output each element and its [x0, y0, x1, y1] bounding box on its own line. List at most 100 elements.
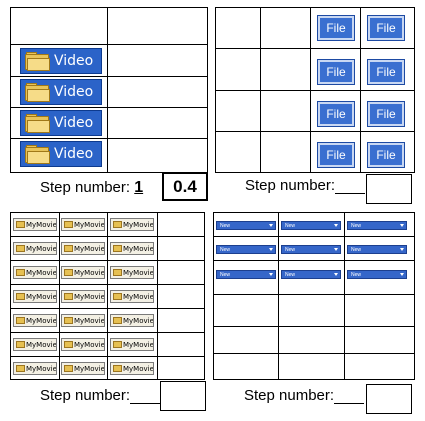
file-button[interactable]: File	[318, 16, 354, 40]
new-select-dropdown[interactable]: New	[281, 245, 341, 254]
select-label: New	[285, 222, 296, 229]
dropdown-arrow-icon	[334, 248, 338, 251]
step-number-blank	[335, 179, 366, 194]
mymovies-folder-button[interactable]: MyMovies	[13, 290, 57, 303]
answer-box[interactable]	[366, 174, 412, 204]
grid-divider	[214, 294, 414, 295]
new-select-dropdown[interactable]: New	[281, 221, 341, 230]
folder-icon	[113, 317, 122, 324]
mymovies-folder-button[interactable]: MyMovies	[61, 362, 105, 375]
select-label: New	[351, 271, 362, 278]
new-select-dropdown[interactable]: New	[216, 245, 276, 254]
new-select-dropdown[interactable]: New	[347, 221, 407, 230]
folder-icon	[16, 221, 25, 228]
mymovies-folder-button[interactable]: MyMovies	[110, 242, 154, 255]
grid-divider	[11, 107, 207, 108]
file-button[interactable]: File	[368, 16, 404, 40]
new-select-dropdown[interactable]: New	[347, 270, 407, 279]
file-button[interactable]: File	[368, 102, 404, 126]
mymovies-folder-button[interactable]: MyMovies	[61, 314, 105, 327]
mymovies-label: MyMovies	[123, 244, 154, 253]
mymovies-folder-button[interactable]: MyMovies	[61, 218, 105, 231]
step-number-blank	[334, 389, 365, 404]
folder-icon	[25, 83, 51, 102]
mymovies-label: MyMovies	[26, 268, 57, 277]
video-folder-button[interactable]: Video	[20, 48, 102, 74]
mymovies-label: MyMovies	[74, 292, 105, 301]
step-number-label: Step number:	[244, 387, 335, 404]
mymovies-folder-button[interactable]: MyMovies	[110, 290, 154, 303]
video-folder-button[interactable]: Video	[20, 110, 102, 136]
folder-icon	[64, 221, 73, 228]
mymovies-folder-button[interactable]: MyMovies	[110, 266, 154, 279]
mymovies-label: MyMovies	[123, 268, 154, 277]
step-number-caption: Step number: 1	[40, 179, 143, 197]
folder-icon	[25, 145, 51, 164]
grid-divider	[214, 353, 414, 354]
step-number-label: Step number:	[40, 179, 131, 196]
folder-icon	[113, 341, 122, 348]
answer-box[interactable]	[366, 384, 412, 414]
mymovies-label: MyMovies	[74, 220, 105, 229]
video-button-label: Video	[54, 84, 94, 100]
panel-mymovies-grid: MyMovies MyMovies MyMovies MyMovies MyMo…	[10, 212, 205, 380]
grid-divider	[344, 213, 345, 379]
mymovies-folder-button[interactable]: MyMovies	[110, 338, 154, 351]
folder-icon	[16, 341, 25, 348]
grid-divider	[11, 44, 207, 45]
grid-divider	[11, 236, 204, 237]
mymovies-folder-button[interactable]: MyMovies	[110, 362, 154, 375]
file-button[interactable]: File	[368, 60, 404, 84]
mymovies-folder-button[interactable]: MyMovies	[61, 290, 105, 303]
new-select-dropdown[interactable]: New	[347, 245, 407, 254]
file-button-label: File	[326, 148, 346, 162]
video-folder-button[interactable]: Video	[20, 141, 102, 167]
dropdown-arrow-icon	[400, 273, 404, 276]
step-number-label: Step number:	[245, 177, 336, 194]
score-value: 0.4	[173, 176, 197, 196]
mymovies-label: MyMovies	[123, 340, 154, 349]
mymovies-label: MyMovies	[123, 292, 154, 301]
file-button[interactable]: File	[368, 143, 404, 167]
mymovies-folder-button[interactable]: MyMovies	[13, 218, 57, 231]
file-button[interactable]: File	[318, 102, 354, 126]
select-label: New	[220, 246, 231, 253]
mymovies-label: MyMovies	[74, 244, 105, 253]
mymovies-folder-button[interactable]: MyMovies	[61, 242, 105, 255]
grid-divider	[11, 356, 204, 357]
mymovies-label: MyMovies	[26, 364, 57, 373]
mymovies-label: MyMovies	[26, 244, 57, 253]
file-button-label: File	[326, 65, 346, 79]
panel-file-grid: File File File File File File File File	[215, 7, 415, 173]
grid-divider	[107, 8, 108, 172]
mymovies-folder-button[interactable]: MyMovies	[13, 338, 57, 351]
mymovies-folder-button[interactable]: MyMovies	[61, 338, 105, 351]
mymovies-folder-button[interactable]: MyMovies	[13, 266, 57, 279]
folder-icon	[113, 293, 122, 300]
video-button-label: Video	[54, 146, 94, 162]
mymovies-folder-button[interactable]: MyMovies	[110, 218, 154, 231]
grid-divider	[157, 213, 158, 379]
dropdown-arrow-icon	[334, 273, 338, 276]
file-button[interactable]: File	[318, 60, 354, 84]
mymovies-folder-button[interactable]: MyMovies	[110, 314, 154, 327]
mymovies-folder-button[interactable]: MyMovies	[13, 314, 57, 327]
file-button-label: File	[376, 148, 396, 162]
dropdown-arrow-icon	[400, 224, 404, 227]
mymovies-label: MyMovies	[123, 316, 154, 325]
panel-select-grid: New New New New New New New New New	[213, 212, 415, 380]
folder-icon	[64, 293, 73, 300]
new-select-dropdown[interactable]: New	[281, 270, 341, 279]
grid-divider	[216, 90, 414, 91]
file-button[interactable]: File	[318, 143, 354, 167]
mymovies-folder-button[interactable]: MyMovies	[13, 242, 57, 255]
video-folder-button[interactable]: Video	[20, 79, 102, 105]
new-select-dropdown[interactable]: New	[216, 221, 276, 230]
answer-box[interactable]	[160, 381, 206, 411]
mymovies-label: MyMovies	[74, 364, 105, 373]
select-label: New	[351, 222, 362, 229]
mymovies-folder-button[interactable]: MyMovies	[13, 362, 57, 375]
new-select-dropdown[interactable]: New	[216, 270, 276, 279]
mymovies-folder-button[interactable]: MyMovies	[61, 266, 105, 279]
step-number-caption: Step number:	[40, 387, 161, 404]
